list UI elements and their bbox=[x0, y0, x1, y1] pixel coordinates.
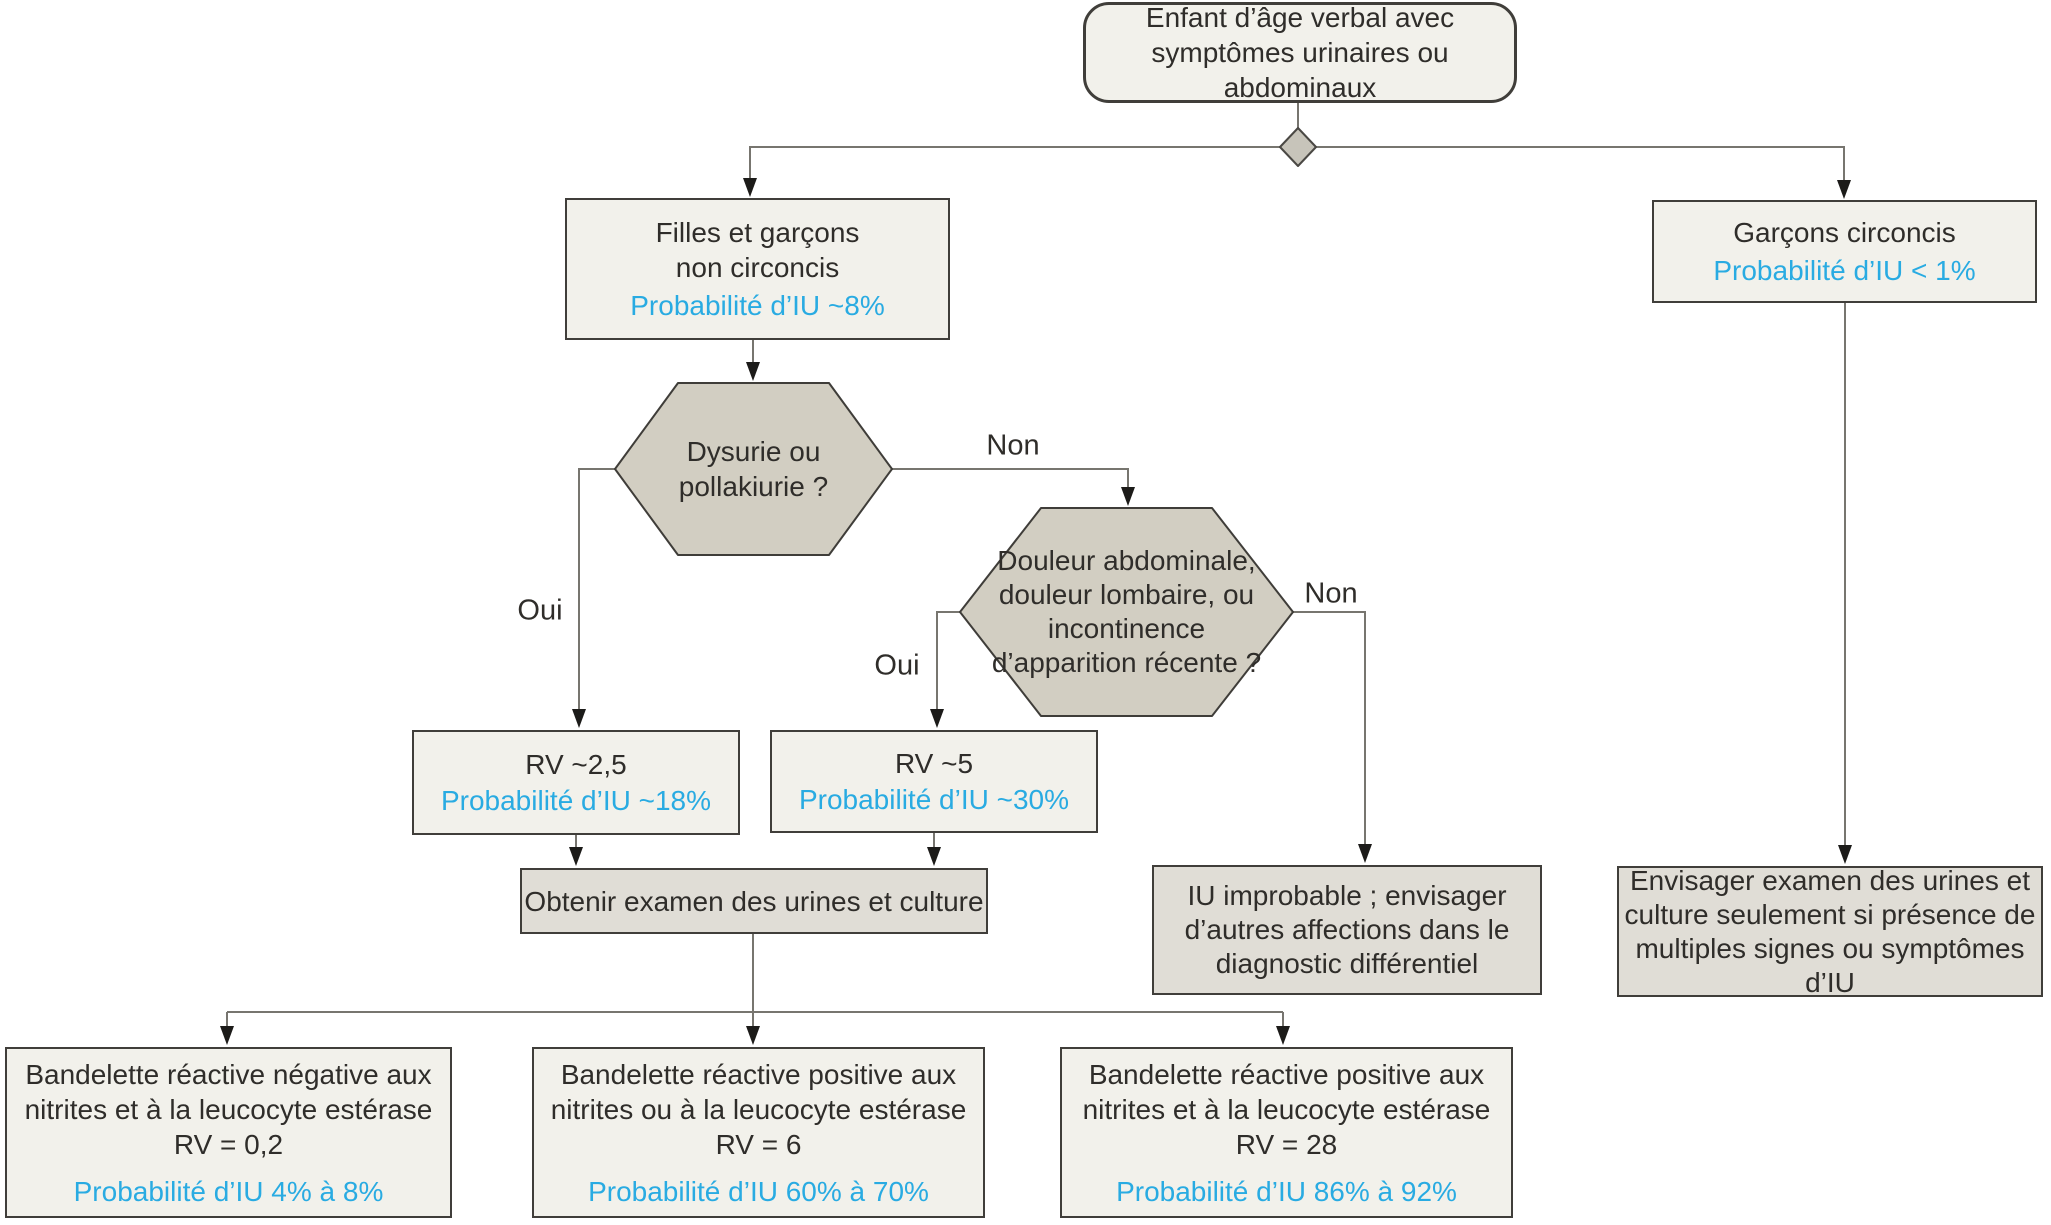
node-filles-garcons-text: Filles et garçons non circoncis bbox=[655, 217, 860, 283]
arrowhead-icon bbox=[746, 362, 760, 381]
node-hex-dysurie-text: Dysurie ou pollakiurie ? bbox=[678, 436, 829, 502]
hexagon-douleur-shape bbox=[959, 507, 1294, 717]
node-obtenir-examen-text: Obtenir examen des urines et culture bbox=[524, 885, 984, 917]
arrowhead-icon bbox=[743, 178, 757, 197]
arrowhead-icon bbox=[927, 847, 941, 866]
arrowhead-icon bbox=[1358, 844, 1372, 863]
node-bandelette-negative-probability: Probabilité d’IU 4% à 8% bbox=[73, 1175, 384, 1207]
node-iu-improbable: IU improbable ; envisager d’autres affec… bbox=[1152, 865, 1542, 995]
node-hex-dysurie: Dysurie ou pollakiurie ? bbox=[615, 383, 892, 555]
node-hex-douleur: Douleur abdominale, douleur lombaire, ou… bbox=[960, 508, 1293, 716]
node-obtenir-examen: Obtenir examen des urines et culture bbox=[520, 868, 988, 934]
arrowhead-icon bbox=[1838, 845, 1852, 864]
connector-lines bbox=[226, 103, 1846, 1028]
node-rv5-text: RV ~5 bbox=[894, 748, 974, 779]
node-bandelette-positive-et: Bandelette réactive positive aux nitrite… bbox=[1060, 1047, 1513, 1218]
node-garcons-circoncis: Garçons circoncis Probabilité d’IU < 1% bbox=[1652, 200, 2037, 303]
node-envisager-examen: Envisager examen des urines et culture s… bbox=[1617, 864, 2043, 998]
edge-label-dysurie-oui: Oui bbox=[517, 594, 563, 627]
node-rv5-probability: Probabilité d’IU ~30% bbox=[798, 784, 1070, 815]
node-bandelette-positive-ou: Bandelette réactive positive aux nitrite… bbox=[532, 1047, 985, 1218]
arrowhead-icon bbox=[569, 847, 583, 866]
arrowhead-icon bbox=[930, 709, 944, 728]
edge-label-dysurie-non: Non bbox=[986, 429, 1040, 462]
arrowhead-icon bbox=[220, 1026, 234, 1045]
node-start-text: Enfant d’âge verbal avec symptômes urina… bbox=[1145, 2, 1455, 103]
node-start: Enfant d’âge verbal avec symptômes urina… bbox=[1083, 2, 1517, 103]
node-rv25-probability: Probabilité d’IU ~18% bbox=[440, 785, 712, 816]
node-bandelette-positive-ou-probability: Probabilité d’IU 60% à 70% bbox=[588, 1175, 929, 1207]
node-rv25-text: RV ~2,5 bbox=[525, 749, 627, 780]
arrowhead-icon bbox=[746, 1026, 760, 1045]
node-hex-douleur-text: Douleur abdominale, douleur lombaire, ou… bbox=[991, 545, 1262, 678]
node-rv25: RV ~2,5 Probabilité d’IU ~18% bbox=[412, 730, 740, 835]
node-filles-garcons-probability: Probabilité d’IU ~8% bbox=[630, 290, 885, 321]
node-envisager-examen-text: Envisager examen des urines et culture s… bbox=[1624, 864, 2036, 998]
node-bandelette-negative-text: Bandelette réactive négative aux nitrite… bbox=[24, 1058, 433, 1160]
node-rv5: RV ~5 Probabilité d’IU ~30% bbox=[770, 730, 1098, 833]
edge-label-douleur-non: Non bbox=[1304, 577, 1358, 610]
decision-diamond-icon bbox=[1279, 127, 1317, 167]
edge-label-douleur-oui: Oui bbox=[874, 649, 920, 682]
arrowhead-icon bbox=[1121, 487, 1135, 506]
arrowheads bbox=[220, 178, 1852, 1045]
node-bandelette-positive-et-text: Bandelette réactive positive aux nitrite… bbox=[1082, 1058, 1491, 1160]
node-bandelette-positive-ou-text: Bandelette réactive positive aux nitrite… bbox=[550, 1058, 967, 1160]
arrowhead-icon bbox=[1837, 180, 1851, 199]
node-filles-garcons: Filles et garçons non circoncis Probabil… bbox=[565, 198, 950, 340]
hexagon-dysurie-shape bbox=[614, 382, 893, 556]
node-garcons-circoncis-text: Garçons circoncis bbox=[1733, 217, 1956, 248]
node-iu-improbable-text: IU improbable ; envisager d’autres affec… bbox=[1184, 880, 1510, 979]
node-bandelette-positive-et-probability: Probabilité d’IU 86% à 92% bbox=[1116, 1175, 1457, 1207]
node-bandelette-negative: Bandelette réactive négative aux nitrite… bbox=[5, 1047, 452, 1218]
node-garcons-circoncis-probability: Probabilité d’IU < 1% bbox=[1713, 255, 1976, 286]
arrowhead-icon bbox=[1276, 1026, 1290, 1045]
arrowhead-icon bbox=[572, 709, 586, 728]
